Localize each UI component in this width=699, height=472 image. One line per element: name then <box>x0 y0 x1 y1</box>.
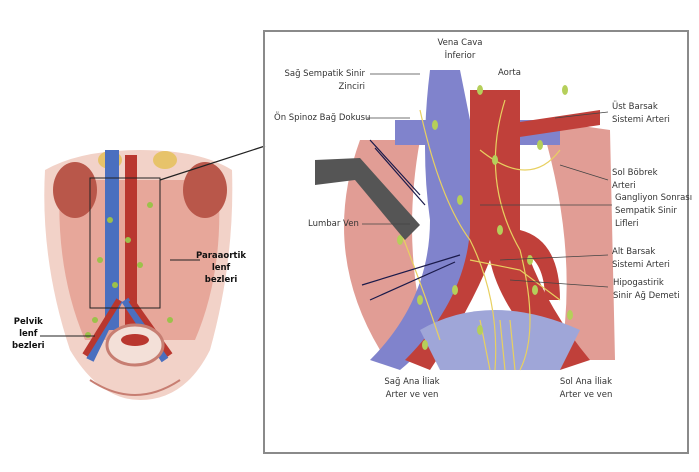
label-line: Sistemi Arteri <box>612 115 670 125</box>
abdomen-overview-figure <box>40 145 266 400</box>
pelvic-lymph-nodes-label: Pelvik lenf bezleri <box>12 316 45 352</box>
left-common-iliac-label: Sol Ana İliak Arter ve ven <box>546 376 626 402</box>
label-line: Pelvik <box>13 317 43 327</box>
left-kidney <box>183 162 227 218</box>
right-kidney <box>53 162 97 218</box>
label-line: Arteri <box>612 181 636 191</box>
label-line: Arter ve ven <box>559 390 613 400</box>
anterior-spinal-ligament-label: Ön Spinoz Bağ Dokusu <box>274 113 371 123</box>
label-line: Sinir Ağ Demeti <box>613 291 680 301</box>
paraaortic-lymph-nodes-label: Paraaortik lenf bezleri <box>196 250 246 286</box>
label-line: Sağ Ana İliak <box>384 377 440 387</box>
retroperitoneal-detail-figure <box>315 70 615 371</box>
label-line: Sol Ana İliak <box>559 377 613 387</box>
label-line: Hipogastirik <box>613 278 664 288</box>
label-line: lenf <box>19 329 38 339</box>
label-line: Sol Böbrek <box>612 168 658 178</box>
right-common-iliac-label: Sağ Ana İliak Arter ve ven <box>372 376 452 402</box>
right-sympathetic-chain-label: Sağ Sempatik Sinir Zinciri <box>270 68 365 94</box>
label-line: bezleri <box>12 341 45 351</box>
label-line: Paraaortik <box>196 251 247 261</box>
aorta-label: Aorta <box>498 68 521 78</box>
label-line: Zinciri <box>338 82 365 92</box>
inferior-mesenteric-artery-label: Alt Barsak Sistemi Arteri <box>612 246 670 272</box>
vena-cava-label: Vena Cava İnferior <box>420 37 500 63</box>
label-line: Alt Barsak <box>612 247 656 257</box>
label-line: Sempatik Sinir <box>615 206 677 216</box>
postganglionic-fibers-label: Gangliyon Sonrası Sempatik Sinir Lifleri <box>615 192 692 231</box>
label-line: Arter ve ven <box>385 390 439 400</box>
label-line: bezleri <box>204 275 238 285</box>
surgical-instrument <box>315 158 420 240</box>
label-line: Üst Barsak <box>612 102 658 112</box>
label-line: Gangliyon Sonrası <box>615 193 693 203</box>
label-line: lenf <box>211 263 231 273</box>
hypogastric-plexus-label: Hipogastirik Sinir Ağ Demeti <box>613 277 680 303</box>
left-renal-artery-label: Sol Böbrek Arteri <box>612 167 658 193</box>
inset-box <box>89 177 161 309</box>
superior-mesenteric-artery-label: Üst Barsak Sistemi Arteri <box>612 101 670 127</box>
lumbar-vein-label: Lumbar Ven <box>308 219 359 229</box>
label-line: Vena Cava <box>437 38 483 48</box>
detail-frame <box>263 30 689 454</box>
label-line: İnferior <box>444 51 476 61</box>
label-line: Sağ Sempatik Sinir <box>284 69 365 79</box>
label-line: Sistemi Arteri <box>612 260 670 270</box>
label-line: Lifleri <box>615 219 639 229</box>
